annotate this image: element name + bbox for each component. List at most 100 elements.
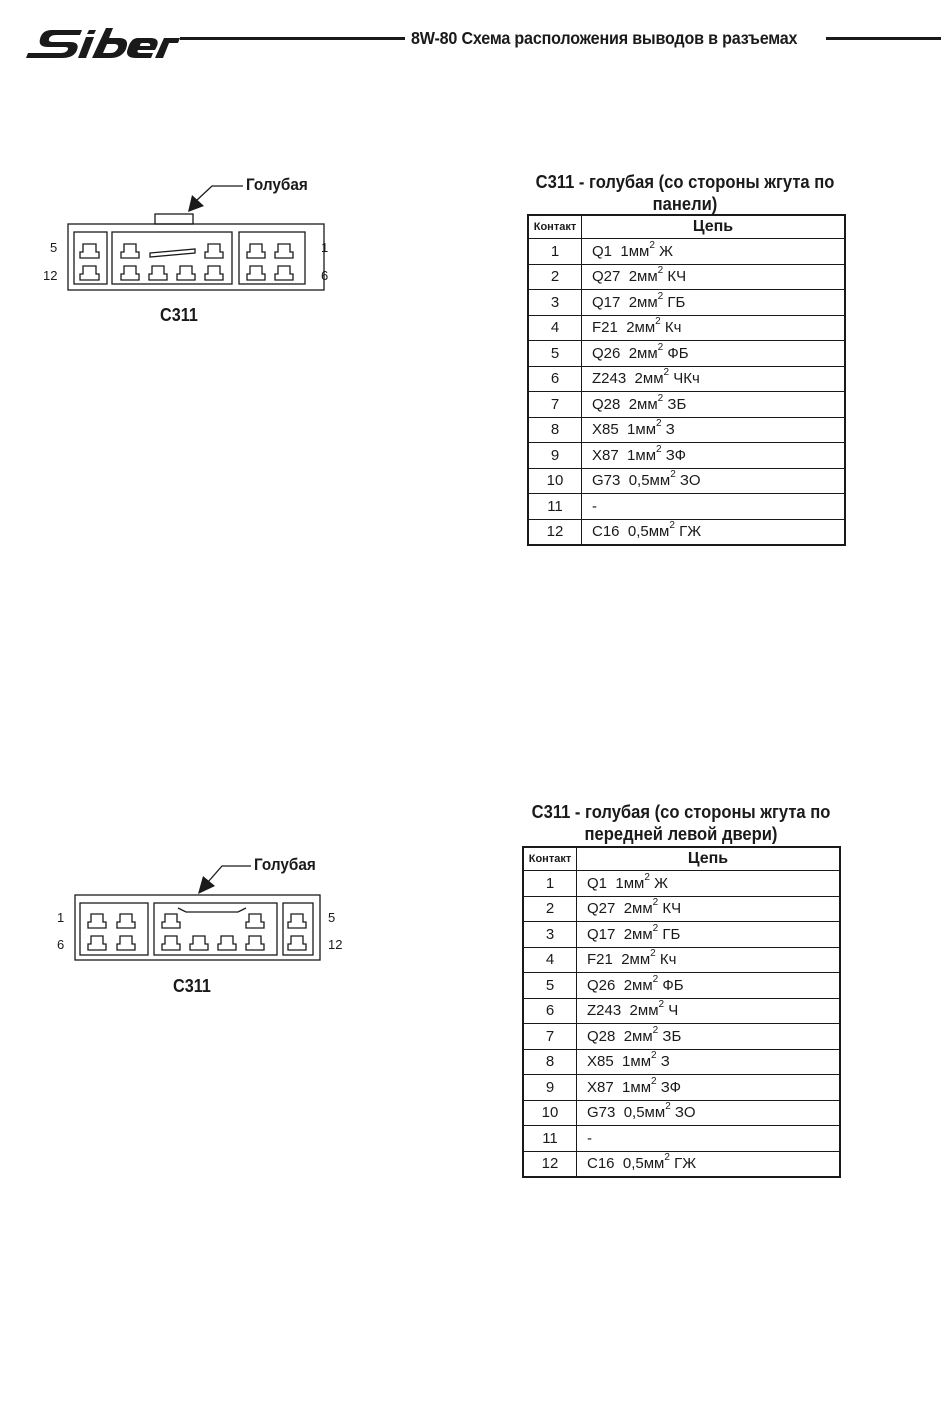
wire-size-exponent: 2 xyxy=(652,1024,659,1036)
circuit-cell: X85 1мм2 З xyxy=(576,1048,841,1075)
table-title-line-1: C311 - голубая (со стороны жгута по xyxy=(531,802,831,822)
wire-size-exponent: 2 xyxy=(664,1152,670,1164)
wire-size: 2мм xyxy=(628,395,658,413)
wire-size: 2мм xyxy=(629,1002,659,1020)
wire-size-exponent: 2 xyxy=(650,948,656,960)
wire-color: Ч xyxy=(668,1002,679,1020)
circuit-cell: Q17 2мм2 ГБ xyxy=(576,921,841,948)
wire-color: КЧ xyxy=(667,268,687,286)
circuit-id: X85 xyxy=(592,421,619,439)
wire-color: Кч xyxy=(664,319,682,337)
table-title-panel: C311 - голубая (со стороны жгута по пане… xyxy=(533,171,837,215)
circuit-id: C16 xyxy=(587,1155,615,1173)
circuit-cell: Q1 1мм2 Ж xyxy=(576,870,841,897)
contact-number: 5 xyxy=(527,340,582,367)
wire-color: ЗО xyxy=(674,1104,696,1122)
table-header-row: Контакт Цепь xyxy=(522,846,841,871)
connector-drawing-door xyxy=(74,865,321,961)
contact-number: 11 xyxy=(522,1125,577,1152)
table-title-line-2: передней левой двери) xyxy=(584,824,778,844)
wire-size-exponent: 2 xyxy=(652,897,659,909)
wire-size-exponent: 2 xyxy=(657,341,664,353)
circuit-id: Q17 xyxy=(587,925,616,943)
wire-size: 0,5мм xyxy=(627,523,670,541)
contact-number: 7 xyxy=(522,1023,577,1050)
wire-size: 1мм xyxy=(627,421,657,439)
page-title: 8W-80 Схема расположения выводов в разъе… xyxy=(411,28,798,48)
contact-number: 8 xyxy=(522,1048,577,1075)
wire-size: 2мм xyxy=(621,951,651,969)
wire-color: ЗФ xyxy=(665,446,687,464)
pin-label-top-right: 5 xyxy=(328,910,336,925)
wire-size: 2мм xyxy=(623,976,653,994)
circuit-cell: X85 1мм2 З xyxy=(581,416,846,443)
circuit-id: X87 xyxy=(587,1078,614,1096)
circuit-id: F21 xyxy=(592,319,618,337)
wire-size-exponent: 2 xyxy=(649,239,655,251)
table-title-line-1: C311 - голубая (со стороны жгута по xyxy=(535,172,835,192)
circuit-id: Q26 xyxy=(587,976,616,994)
circuit-id: - xyxy=(592,497,597,515)
wire-size-exponent: 2 xyxy=(663,367,670,379)
table-title-door: C311 - голубая (со стороны жгута по пере… xyxy=(529,801,833,845)
wire-color: КЧ xyxy=(662,900,682,918)
wire-color-label: Голубая xyxy=(254,855,316,874)
wire-color: Ж xyxy=(654,874,668,892)
wire-size: 2мм xyxy=(634,370,664,388)
contact-number: 10 xyxy=(522,1099,577,1126)
wire-size: 1мм xyxy=(622,1053,652,1071)
contact-number: 9 xyxy=(522,1074,577,1101)
circuit-id: Q17 xyxy=(592,293,621,311)
circuit-id: Q28 xyxy=(587,1027,616,1045)
circuit-cell: G73 0,5мм2 ЗО xyxy=(576,1099,841,1126)
circuit-id: G73 xyxy=(587,1104,616,1122)
wire-color-label: Голубая xyxy=(246,175,308,194)
circuit-cell: Z243 2мм2 Ч xyxy=(576,997,841,1024)
col-header-circuit: Цепь xyxy=(576,846,841,871)
pin-label-top-left: 1 xyxy=(57,910,65,925)
wire-color: ГБ xyxy=(667,293,686,311)
connector-name: C311 xyxy=(160,305,198,325)
circuit-id: - xyxy=(587,1129,592,1147)
wire-size-exponent: 2 xyxy=(657,290,664,302)
circuit-cell: F21 2мм2 Кч xyxy=(576,946,841,973)
pin-label-bottom-left: 12 xyxy=(43,268,58,283)
wire-size: 2мм xyxy=(623,925,653,943)
wire-size: 1мм xyxy=(627,446,657,464)
circuit-id: Q27 xyxy=(592,268,621,286)
circuit-cell: C16 0,5мм2 ГЖ xyxy=(581,518,846,546)
pin-label-top-right: 1 xyxy=(321,240,329,255)
wire-size-exponent: 2 xyxy=(656,418,662,430)
header-rule-right xyxy=(826,37,941,40)
wire-size-exponent: 2 xyxy=(665,1101,671,1113)
circuit-cell: Z243 2мм2 ЧКч xyxy=(581,365,846,392)
circuit-cell: Q28 2мм2 ЗБ xyxy=(576,1023,841,1050)
pin-label-top-left: 5 xyxy=(50,240,58,255)
circuit-cell: Q1 1мм2 Ж xyxy=(581,238,846,265)
wire-size-exponent: 2 xyxy=(657,265,664,277)
wire-size: 1мм xyxy=(620,242,650,260)
wire-size: 0,5мм xyxy=(628,472,671,490)
wire-size: 1мм xyxy=(622,1078,652,1096)
wire-size: 2мм xyxy=(623,1027,653,1045)
circuit-cell: Q26 2мм2 ФБ xyxy=(576,972,841,999)
wire-color: Кч xyxy=(659,951,677,969)
wire-size: 2мм xyxy=(626,319,656,337)
contact-number: 4 xyxy=(522,946,577,973)
contact-number: 10 xyxy=(527,467,582,494)
circuit-id: Q28 xyxy=(592,395,621,413)
circuit-id: X85 xyxy=(587,1053,614,1071)
wire-size-exponent: 2 xyxy=(656,443,662,455)
